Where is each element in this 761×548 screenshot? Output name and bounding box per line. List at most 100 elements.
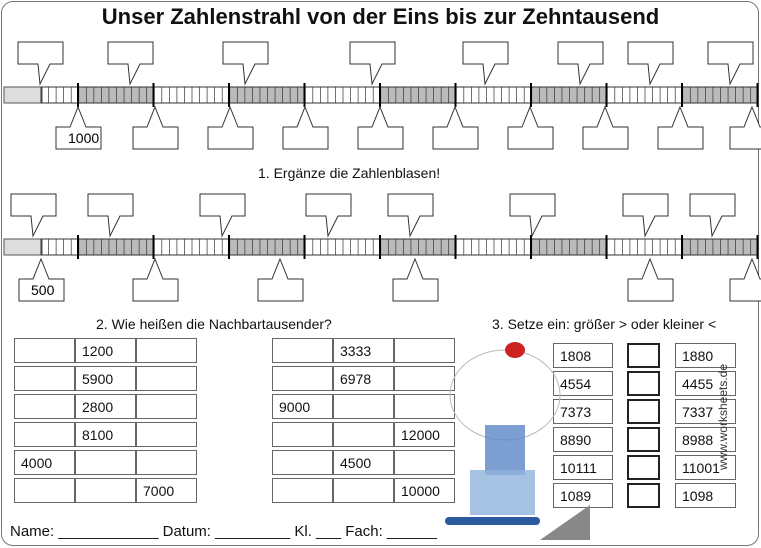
neighbor-cell-right[interactable] — [272, 338, 333, 363]
neighbor-cell-right[interactable] — [272, 422, 333, 447]
number-bubble — [432, 105, 479, 150]
watermark: www.worksheets.de — [716, 363, 731, 471]
number-bubble — [507, 105, 554, 150]
hatched-start — [3, 238, 43, 256]
neighbor-cell-left[interactable] — [136, 422, 197, 447]
compare-left[interactable]: 10111 — [553, 455, 613, 480]
neighbor-cell-left[interactable] — [14, 338, 75, 363]
compare-right[interactable]: 7337 — [675, 399, 736, 424]
number-bubble — [627, 257, 674, 302]
compare-left[interactable]: 1089 — [553, 483, 613, 508]
footer-fields: Name: ____________ Datum: _________ Kl. … — [10, 523, 437, 540]
compare-sign-box[interactable] — [627, 455, 660, 480]
neighbor-cell-right[interactable]: 10000 — [394, 478, 455, 503]
neighbor-cell-left[interactable] — [14, 394, 75, 419]
shaded-segment — [682, 87, 758, 103]
number-bubble — [689, 193, 736, 238]
number-bubble — [729, 257, 761, 302]
number-bubble — [222, 41, 269, 86]
compare-right[interactable]: 8988 — [675, 427, 736, 452]
compare-sign-box[interactable] — [627, 399, 660, 424]
number-bubble — [87, 193, 134, 238]
neighbor-cell-right[interactable] — [333, 478, 394, 503]
number-bubble — [207, 105, 254, 150]
neighbor-cell-left[interactable]: 2800 — [75, 394, 136, 419]
neighbor-cell-right[interactable]: 12000 — [394, 422, 455, 447]
shaded-segment — [531, 239, 607, 255]
neighbor-cell-right[interactable] — [272, 450, 333, 475]
number-bubble — [55, 105, 102, 150]
number-bubble — [462, 41, 509, 86]
shaded-segment — [380, 239, 456, 255]
neighbor-cell-left[interactable] — [75, 450, 136, 475]
number-bubble — [132, 257, 179, 302]
neighbor-cell-left[interactable] — [75, 478, 136, 503]
number-bubble — [17, 41, 64, 86]
neighbor-cell-right[interactable]: 9000 — [272, 394, 333, 419]
neighbor-cell-left[interactable]: 1200 — [75, 338, 136, 363]
compare-left[interactable]: 8890 — [553, 427, 613, 452]
compare-right[interactable]: 1098 — [675, 483, 736, 508]
number-bubble — [707, 41, 754, 86]
number-bubble — [199, 193, 246, 238]
neighbor-cell-left[interactable] — [14, 478, 75, 503]
neighbor-cell-left[interactable]: 4000 — [14, 450, 75, 475]
compare-left[interactable]: 1808 — [553, 343, 613, 368]
compare-sign-box[interactable] — [627, 371, 660, 396]
number-bubble — [18, 257, 65, 302]
neighbor-cell-right[interactable] — [394, 450, 455, 475]
number-bubble — [357, 105, 404, 150]
shaded-segment — [682, 239, 758, 255]
compare-sign-box[interactable] — [627, 427, 660, 452]
number-bubble — [582, 105, 629, 150]
number-bubble — [132, 105, 179, 150]
section2-heading: 2. Wie heißen die Nachbartausender? — [96, 316, 332, 332]
shaded-segment — [531, 87, 607, 103]
number-bubble — [557, 41, 604, 86]
neighbor-cell-right[interactable] — [272, 478, 333, 503]
compare-right[interactable]: 11001 — [675, 455, 736, 480]
number-bubble — [657, 105, 704, 150]
neighbor-cell-right[interactable]: 3333 — [333, 338, 394, 363]
neighbor-cell-left[interactable] — [136, 366, 197, 391]
neighbor-cell-right[interactable] — [333, 394, 394, 419]
number-bubble — [305, 193, 352, 238]
neighbor-cell-right[interactable]: 4500 — [333, 450, 394, 475]
shaded-segment — [78, 239, 154, 255]
neighbor-cell-left[interactable] — [136, 338, 197, 363]
given-number: 500 — [31, 282, 55, 298]
compare-sign-box[interactable] — [627, 343, 660, 368]
compare-left[interactable]: 4554 — [553, 371, 613, 396]
given-number: 1000 — [68, 130, 99, 146]
number-bubble — [729, 105, 761, 150]
neighbor-cell-right[interactable] — [394, 366, 455, 391]
compare-sign-box[interactable] — [627, 483, 660, 508]
neighbor-cell-left[interactable] — [136, 394, 197, 419]
neighbor-cell-left[interactable]: 7000 — [136, 478, 197, 503]
neighbor-cell-left[interactable]: 8100 — [75, 422, 136, 447]
number-bubble — [107, 41, 154, 86]
number-bubble — [622, 193, 669, 238]
number-bubble — [10, 193, 57, 238]
shaded-segment — [229, 239, 305, 255]
neighbor-cell-left[interactable] — [136, 450, 197, 475]
neighbor-cell-left[interactable]: 5900 — [75, 366, 136, 391]
compare-right[interactable]: 1880 — [675, 343, 736, 368]
compare-left[interactable]: 7373 — [553, 399, 613, 424]
neighbor-cell-right[interactable] — [394, 338, 455, 363]
neighbor-cell-right[interactable] — [394, 394, 455, 419]
number-bubble — [392, 257, 439, 302]
neighbor-cell-left[interactable] — [14, 422, 75, 447]
number-bubble — [387, 193, 434, 238]
neighbor-cell-left[interactable] — [14, 366, 75, 391]
neighbor-cell-right[interactable] — [272, 366, 333, 391]
page-title: Unser Zahlenstrahl von der Eins bis zur … — [101, 4, 660, 29]
neighbor-cell-right[interactable] — [333, 422, 394, 447]
number-bubble — [349, 41, 396, 86]
instruction-1: 1. Ergänze die Zahlenblasen! — [258, 165, 441, 181]
shaded-segment — [229, 87, 305, 103]
neighbor-cell-right[interactable]: 6978 — [333, 366, 394, 391]
compare-right[interactable]: 4455 — [675, 371, 736, 396]
